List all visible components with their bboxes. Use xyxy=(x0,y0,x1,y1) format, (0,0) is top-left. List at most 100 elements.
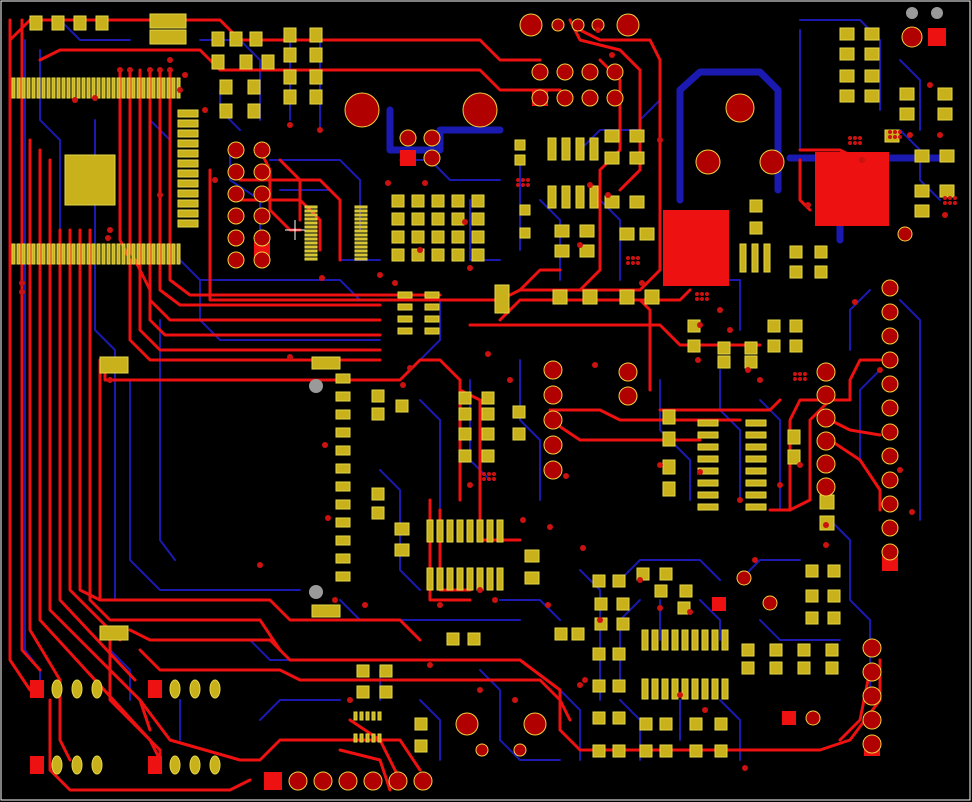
ic-pin xyxy=(371,733,376,743)
smd-pad xyxy=(446,632,460,646)
via xyxy=(577,242,583,248)
module-pin xyxy=(335,391,351,402)
smd-pad xyxy=(379,664,393,678)
smd-pad xyxy=(769,643,783,657)
via xyxy=(577,682,583,688)
via xyxy=(325,515,331,521)
module-pin xyxy=(311,356,341,370)
th-pad-large xyxy=(455,712,479,736)
ic-pin xyxy=(304,225,318,229)
ic-pin xyxy=(304,229,318,233)
smd-pad xyxy=(356,685,370,699)
smd-pad xyxy=(451,248,465,262)
ic-pin xyxy=(304,217,318,221)
thermal-via xyxy=(848,141,852,145)
smd-pad xyxy=(914,149,930,163)
module-pin xyxy=(335,535,351,546)
thermal-via xyxy=(487,472,491,476)
ic-pin xyxy=(661,629,669,651)
ic-pin xyxy=(697,455,719,463)
smd-pad xyxy=(914,204,930,218)
via xyxy=(687,609,693,615)
via xyxy=(597,617,603,623)
via xyxy=(737,497,743,503)
via xyxy=(400,382,406,388)
ic-pin xyxy=(91,243,96,265)
smd-pad xyxy=(471,230,485,244)
via xyxy=(417,247,423,253)
smd-pad xyxy=(481,407,495,421)
th-pad-large xyxy=(519,13,543,37)
smd-pad xyxy=(467,632,481,646)
smd-pad xyxy=(767,339,781,353)
via xyxy=(742,765,748,771)
smd-pad xyxy=(582,289,598,305)
smd-pad xyxy=(394,522,410,536)
th-pad xyxy=(227,229,245,247)
th-pad xyxy=(881,447,899,465)
ic-pin xyxy=(426,567,434,591)
thermal-via xyxy=(898,130,902,134)
th-pad-oval xyxy=(51,755,63,775)
ic-pin xyxy=(146,77,151,99)
ic-pin xyxy=(397,303,413,311)
smd-pad xyxy=(95,15,109,31)
smd-pad xyxy=(679,584,693,598)
module-pin xyxy=(335,409,351,420)
connector-pin xyxy=(177,179,199,188)
smd-pad xyxy=(494,284,510,314)
connector-pin xyxy=(177,139,199,148)
smd-pad xyxy=(451,212,465,226)
connector-pin xyxy=(177,109,199,118)
ic-pin xyxy=(691,629,699,651)
module-pin xyxy=(335,463,351,474)
smd-pad xyxy=(29,15,43,31)
th-pad-square xyxy=(782,711,796,725)
ic-pin xyxy=(304,241,318,245)
smd-pad xyxy=(814,265,828,279)
th-pad xyxy=(862,638,882,658)
smd-pad xyxy=(744,355,758,369)
smd-pad xyxy=(787,429,801,445)
ic-pin xyxy=(496,567,504,591)
ic-pin xyxy=(121,77,126,99)
ic-pin xyxy=(61,243,66,265)
ic-pin xyxy=(745,479,767,487)
ic-pin xyxy=(354,257,368,261)
via xyxy=(897,226,913,242)
ic-pin xyxy=(697,479,719,487)
smd-pad xyxy=(619,289,635,305)
ic-pin xyxy=(697,431,719,439)
via xyxy=(697,322,703,328)
ic-pin xyxy=(21,77,26,99)
smd-pad xyxy=(839,47,855,61)
ic-pin xyxy=(66,243,71,265)
via xyxy=(202,107,208,113)
thermal-via xyxy=(888,130,892,134)
thermal-via xyxy=(626,261,630,265)
ic-pin xyxy=(377,733,382,743)
ic-pin xyxy=(365,733,370,743)
via xyxy=(580,545,586,551)
smd-pad xyxy=(431,194,445,208)
smd-pad xyxy=(51,15,65,31)
smd-pad xyxy=(594,597,608,611)
smd-pad xyxy=(604,151,620,165)
th-pad xyxy=(606,63,624,81)
th-pad xyxy=(805,710,821,726)
ic-pin xyxy=(11,77,16,99)
smd-pad xyxy=(249,31,263,47)
smd-pad xyxy=(219,79,233,95)
smd-pad xyxy=(458,407,472,421)
via xyxy=(752,557,758,563)
ic-pin xyxy=(424,303,440,311)
smd-pad xyxy=(749,221,763,235)
smd-pad xyxy=(371,407,385,421)
thermal-via xyxy=(853,136,857,140)
smd-pad xyxy=(659,567,673,581)
ic-pin xyxy=(371,711,376,721)
smd-pad xyxy=(864,89,880,103)
ic-pin xyxy=(304,253,318,257)
smd-pad xyxy=(741,643,755,657)
ic-pin xyxy=(697,503,719,511)
